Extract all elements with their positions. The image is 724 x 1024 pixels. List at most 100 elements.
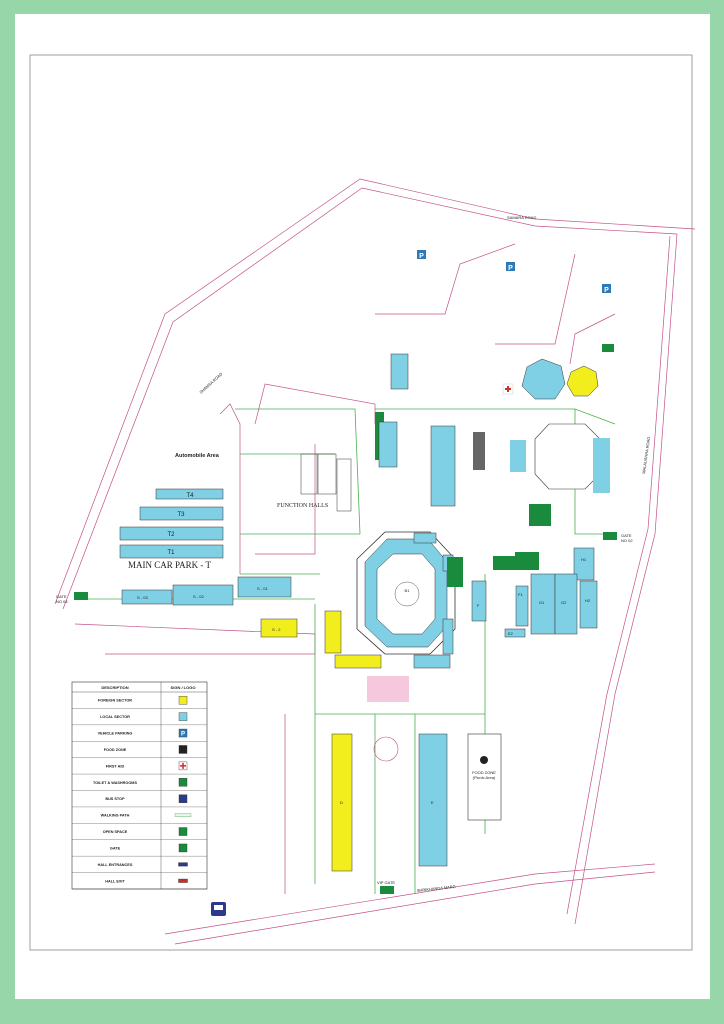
hall-s2-label: S - 2 [272,627,281,632]
hall-f1-label: F1 [518,592,523,597]
legend-row-label: LOCAL SECTOR [100,715,130,719]
hall-t3-label: T3 [177,512,185,518]
map-border [29,54,693,951]
road-label-bottom: SHRIKHANDA MARG [417,884,456,893]
hall-g1 [530,573,556,635]
walking-path-icon [174,813,192,817]
hall-b2 [324,610,342,654]
hall-s02-label: S - 02 [193,594,204,599]
vip-gate-label: VIP GATE [377,880,395,885]
food-zone-label: FOOD ZONE [472,770,496,775]
blue-square-icon [178,712,188,721]
hall-n [442,618,454,655]
hall-g1-label: G1 [539,600,545,605]
hall-t1-label: T1 [167,550,175,556]
hall-d-label: D [340,800,343,805]
hall-e2 [504,628,526,638]
parking-icons: P P P [417,250,611,294]
legend-header-desc: DESCRIPTION [101,685,128,690]
svg-text:P: P [604,287,609,294]
legend-header-sign: SIGN / LOGO [171,685,196,690]
food-zone-icon [480,756,488,764]
map-frame: P P P SAMARA ROAD SHAMSA ROAD MALAUSHRA … [15,14,710,999]
hall-s01 [237,576,292,598]
legend-row-label: WALKING PATH [101,814,130,818]
legend-row-label: GATE [110,846,121,850]
function-hall-building-2 [317,453,337,495]
open-space-2 [529,504,551,526]
legend-row-label: HALL EXIT [105,879,125,883]
hall-t2-label: T2 [167,532,175,538]
legend-row-label: VEHICLE PARKING [98,732,133,736]
hall-b3 [334,654,382,669]
hall-court-left [510,440,526,472]
hall-s03-label: S - 03 [137,595,148,600]
legend-row-label: FOOD ZONE [104,748,127,752]
hall-t4-label: T4 [186,493,194,499]
hall-h [378,421,398,468]
road-label-left: SHAMSA ROAD [198,371,223,394]
function-hall-building [300,453,318,495]
building-grey [473,432,485,470]
legend-row-label: FIRST AID [106,764,125,768]
hall-entrance-icon [178,862,188,867]
parking-glyph: P [181,732,185,738]
bus-stop-icon [178,794,188,803]
hall-h1 [573,547,595,581]
pool-blue [521,358,566,400]
stairs [367,676,409,702]
sports-court [534,423,601,490]
legend-row-label: OPEN SPACE [103,830,128,834]
road-label-top: SAMARA ROAD [507,215,536,220]
toilet-icon [602,344,614,352]
road-lines [54,178,696,945]
hall-s03 [121,589,173,605]
hall-h1-label: H1 [581,557,587,562]
parking-icon [178,728,188,738]
hall-g2 [554,573,578,635]
gate-2-icon [603,532,617,540]
function-halls-label: FUNCTION HALLS [277,503,328,509]
first-aid-cross [180,762,186,769]
legend: DESCRIPTION SIGN / LOGO FOREIGN SECTOR LO… [71,681,208,890]
hall-l [430,425,456,507]
yellow-square-icon [178,696,188,705]
food-zone-sub-label: (Picnic Area) [473,775,496,780]
hall-k [390,353,409,390]
automobile-area-label: Automobile Area [175,453,220,459]
main-car-park-label: MAIN CAR PARK - T [128,560,212,570]
gate-4-icon [74,592,88,600]
svg-text:B1: B1 [405,588,411,593]
legend-row-label: HALL ENTRANCES [98,863,133,867]
hall-f-label: F [477,603,480,608]
legend-row-label: FOREIGN SECTOR [98,699,132,703]
open-space-5 [447,557,463,587]
function-hall-building-3 [336,458,352,512]
hall-s01-label: S - 01 [257,586,268,591]
legend-row-label: BUS STOP [105,797,125,801]
hall-s02 [172,584,234,606]
hall-e2-label: E2 [508,631,514,636]
svg-text:P: P [508,265,513,272]
road-label-right: MALAUSHRA ROAD [641,436,651,474]
food-zone-area [467,733,502,821]
hall-court-right [593,438,610,493]
toilet-icon [178,778,188,787]
hall-exit-icon [178,878,188,883]
hall-local-e [418,733,448,867]
svg-text:P: P [419,253,424,260]
open-space-3 [493,556,517,570]
pool-yellow [566,365,599,397]
open-space-icon [178,827,188,836]
vip-gate-icon [380,886,394,894]
roundabout [373,736,399,762]
hall-h2 [579,580,598,629]
hall-f1 [515,585,529,627]
hall-h2-label: H2 [585,598,591,603]
hall-s2 [260,618,298,638]
hall-e-label: E [431,800,434,805]
hall-g2-label: G2 [561,600,567,605]
open-space-4 [515,552,539,570]
hall-b4 [413,654,451,669]
